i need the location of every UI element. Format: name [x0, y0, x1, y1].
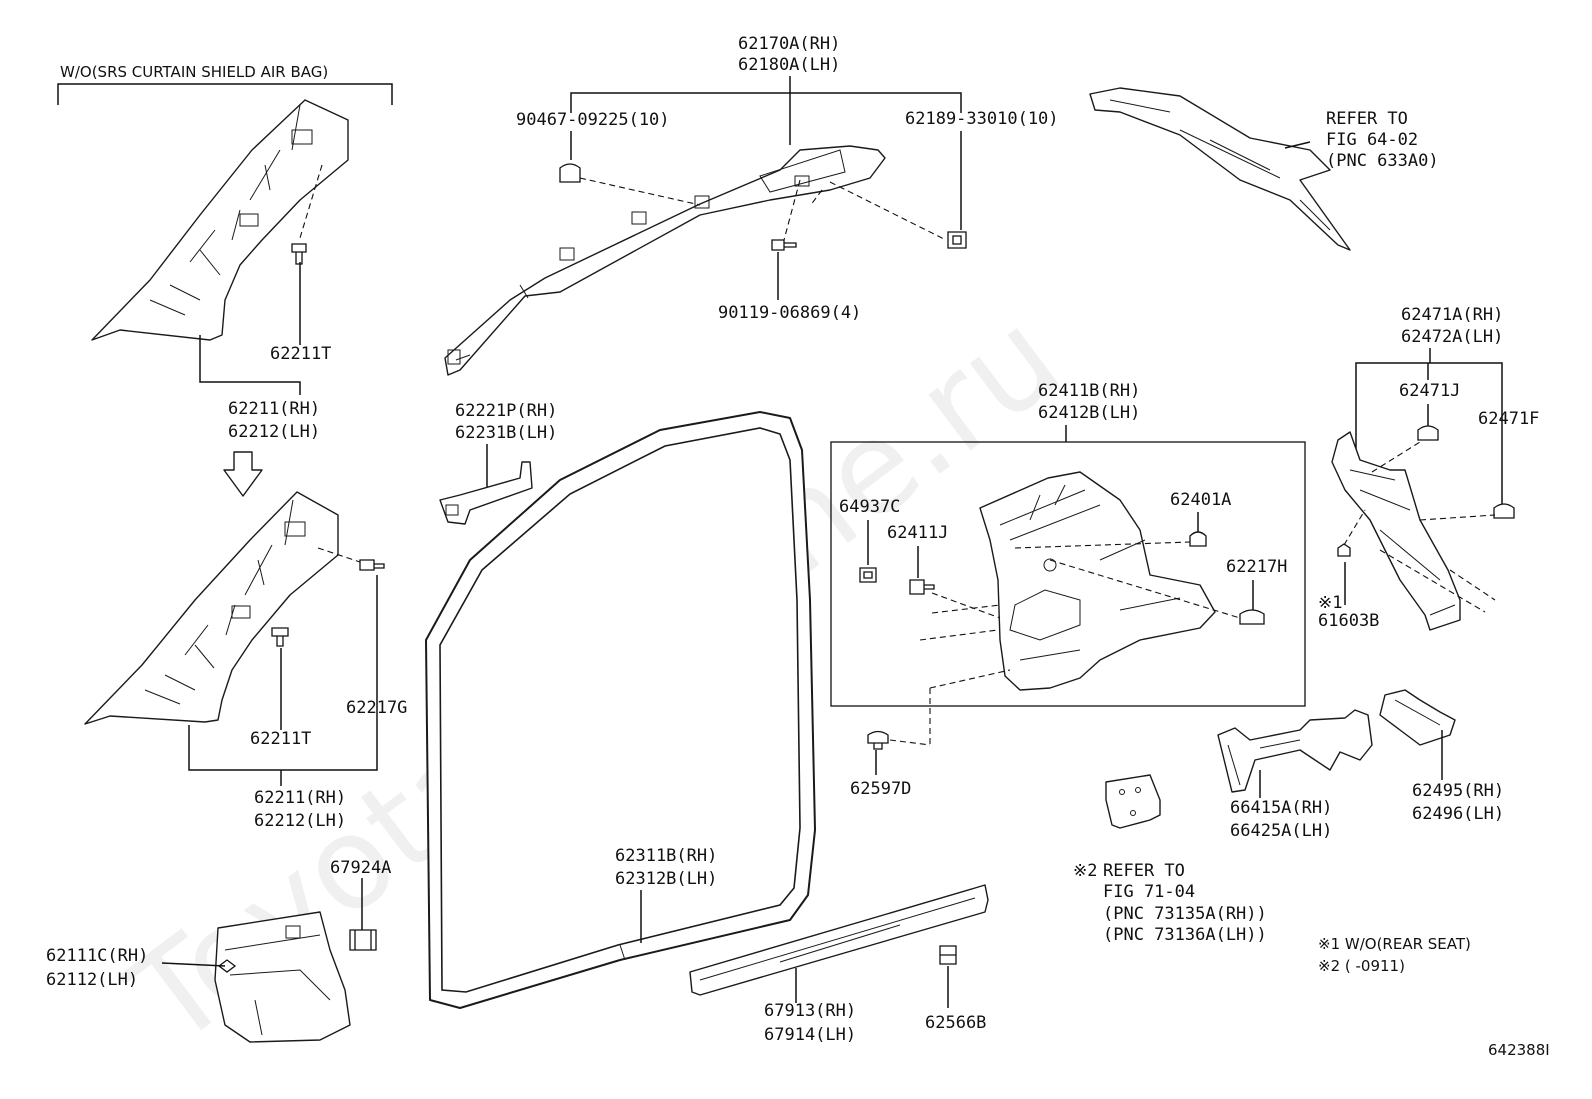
front-pillar-garnish-upper — [91, 99, 349, 341]
quarter-trim-panel — [979, 471, 1216, 691]
callout-62189: 62189-33010(10) — [905, 109, 1059, 129]
airbag-clip-icon — [359, 559, 385, 571]
callout-90119: 90119-06869(4) — [718, 303, 861, 323]
rear-pillar-garnish — [1331, 431, 1461, 631]
ref-upper-refer: REFER TO — [1326, 109, 1408, 129]
callout-64937C: 64937C — [839, 497, 900, 517]
clip-icon — [1239, 609, 1265, 625]
ref-lower-refer: REFER TO — [1103, 861, 1185, 881]
callout-62597D: 62597D — [850, 779, 911, 799]
callout-62170A-rh: 62170A(RH) — [738, 34, 840, 54]
callout-62566B: 62566B — [925, 1013, 986, 1033]
callout-62211-rh-a: 62211(RH) — [228, 399, 320, 419]
callout-62495-rh: 62495(RH) — [1412, 781, 1504, 801]
callout-61603B: 61603B — [1318, 611, 1379, 631]
callout-66425A-lh: 66425A(LH) — [1230, 821, 1332, 841]
callout-62111C-rh: 62111C(RH) — [46, 946, 148, 966]
callout-62472A-lh: 62472A(LH) — [1401, 327, 1503, 347]
callout-62231B-lh: 62231B(LH) — [455, 423, 557, 443]
retainer-clip-icon — [349, 929, 377, 951]
callout-90467: 90467-09225(10) — [516, 110, 670, 130]
callout-62312B-lh: 62312B(LH) — [615, 869, 717, 889]
clip-icon — [1493, 503, 1515, 519]
quarter-trim-group-box — [830, 441, 1306, 707]
retainer-clip-icon — [939, 945, 957, 965]
figure-code: 642388I — [1488, 1041, 1550, 1059]
callout-62401A: 62401A — [1170, 490, 1231, 510]
clip-icon — [559, 163, 581, 183]
callout-67913-rh: 67913(RH) — [764, 1001, 856, 1021]
clip-icon — [1337, 543, 1351, 557]
callout-66415A-rh: 66415A(RH) — [1230, 798, 1332, 818]
callout-62221P-rh: 62221P(RH) — [455, 401, 557, 421]
front-pillar-garnish-lower — [84, 491, 339, 725]
ref-lower-fig: FIG 71-04 — [1103, 882, 1195, 902]
callout-62471J: 62471J — [1399, 381, 1460, 401]
callout-62212-lh-b: 62212(LH) — [254, 811, 346, 831]
callout-62211T-b: 62211T — [250, 729, 311, 749]
curtain-shield-airbag — [444, 145, 886, 376]
callout-62471F: 62471F — [1478, 409, 1539, 429]
callout-61603B-mark: ※1 — [1318, 593, 1342, 613]
scuff-plate — [689, 884, 989, 996]
callout-62217H: 62217H — [1226, 557, 1287, 577]
clip-icon — [217, 959, 237, 973]
note-2: ※2 ( -0911) — [1318, 957, 1405, 975]
clip-icon — [867, 730, 889, 750]
bolt-icon — [771, 239, 797, 251]
ref-lower-mark: ※2 — [1073, 861, 1097, 881]
callout-62211T-a: 62211T — [270, 344, 331, 364]
callout-62471A-rh: 62471A(RH) — [1401, 305, 1503, 325]
callout-62411J: 62411J — [887, 523, 948, 543]
screw-icon — [909, 579, 935, 595]
variant-label: W/O(SRS CURTAIN SHIELD AIR BAG) — [60, 63, 328, 81]
callout-67914-lh: 67914(LH) — [764, 1025, 856, 1045]
ref-upper-pnc: (PNC 633A0) — [1326, 151, 1439, 171]
clip-icon — [1417, 425, 1439, 441]
clip-icon — [859, 567, 877, 583]
door-opening-trim-weatherstrip — [425, 411, 816, 1009]
clip-icon — [1189, 531, 1207, 547]
callout-62411B-rh: 62411B(RH) — [1038, 381, 1140, 401]
callout-62217G: 62217G — [346, 698, 407, 718]
callout-62212-lh-a: 62212(LH) — [228, 422, 320, 442]
callout-62412B-lh: 62412B(LH) — [1038, 403, 1140, 423]
down-arrow-icon — [223, 451, 263, 497]
ref-lower-pnc1: (PNC 73135A(RH)) — [1103, 904, 1267, 924]
roof-rail-inflator — [1089, 87, 1351, 251]
clip-icon — [271, 627, 289, 647]
callout-62311B-rh: 62311B(RH) — [615, 846, 717, 866]
callout-62180A-lh: 62180A(LH) — [738, 55, 840, 75]
pillar-bracket — [439, 461, 533, 525]
nut-icon — [947, 231, 967, 249]
trim-bracket-small — [1379, 689, 1456, 746]
ref-upper-fig: FIG 64-02 — [1326, 130, 1418, 150]
note-1: ※1 W/O(REAR SEAT) — [1318, 935, 1471, 953]
anchor-cover — [1105, 774, 1161, 829]
trim-bracket-long — [1217, 709, 1373, 793]
callout-62211-rh-b: 62211(RH) — [254, 788, 346, 808]
callout-67924A: 67924A — [330, 858, 391, 878]
cowl-side-trim — [214, 911, 351, 1043]
ref-lower-pnc2: (PNC 73136A(LH)) — [1103, 925, 1267, 945]
callout-62496-lh: 62496(LH) — [1412, 804, 1504, 824]
clip-icon — [291, 243, 307, 265]
variant-bracket — [57, 83, 393, 105]
callout-62112-lh: 62112(LH) — [46, 970, 138, 990]
